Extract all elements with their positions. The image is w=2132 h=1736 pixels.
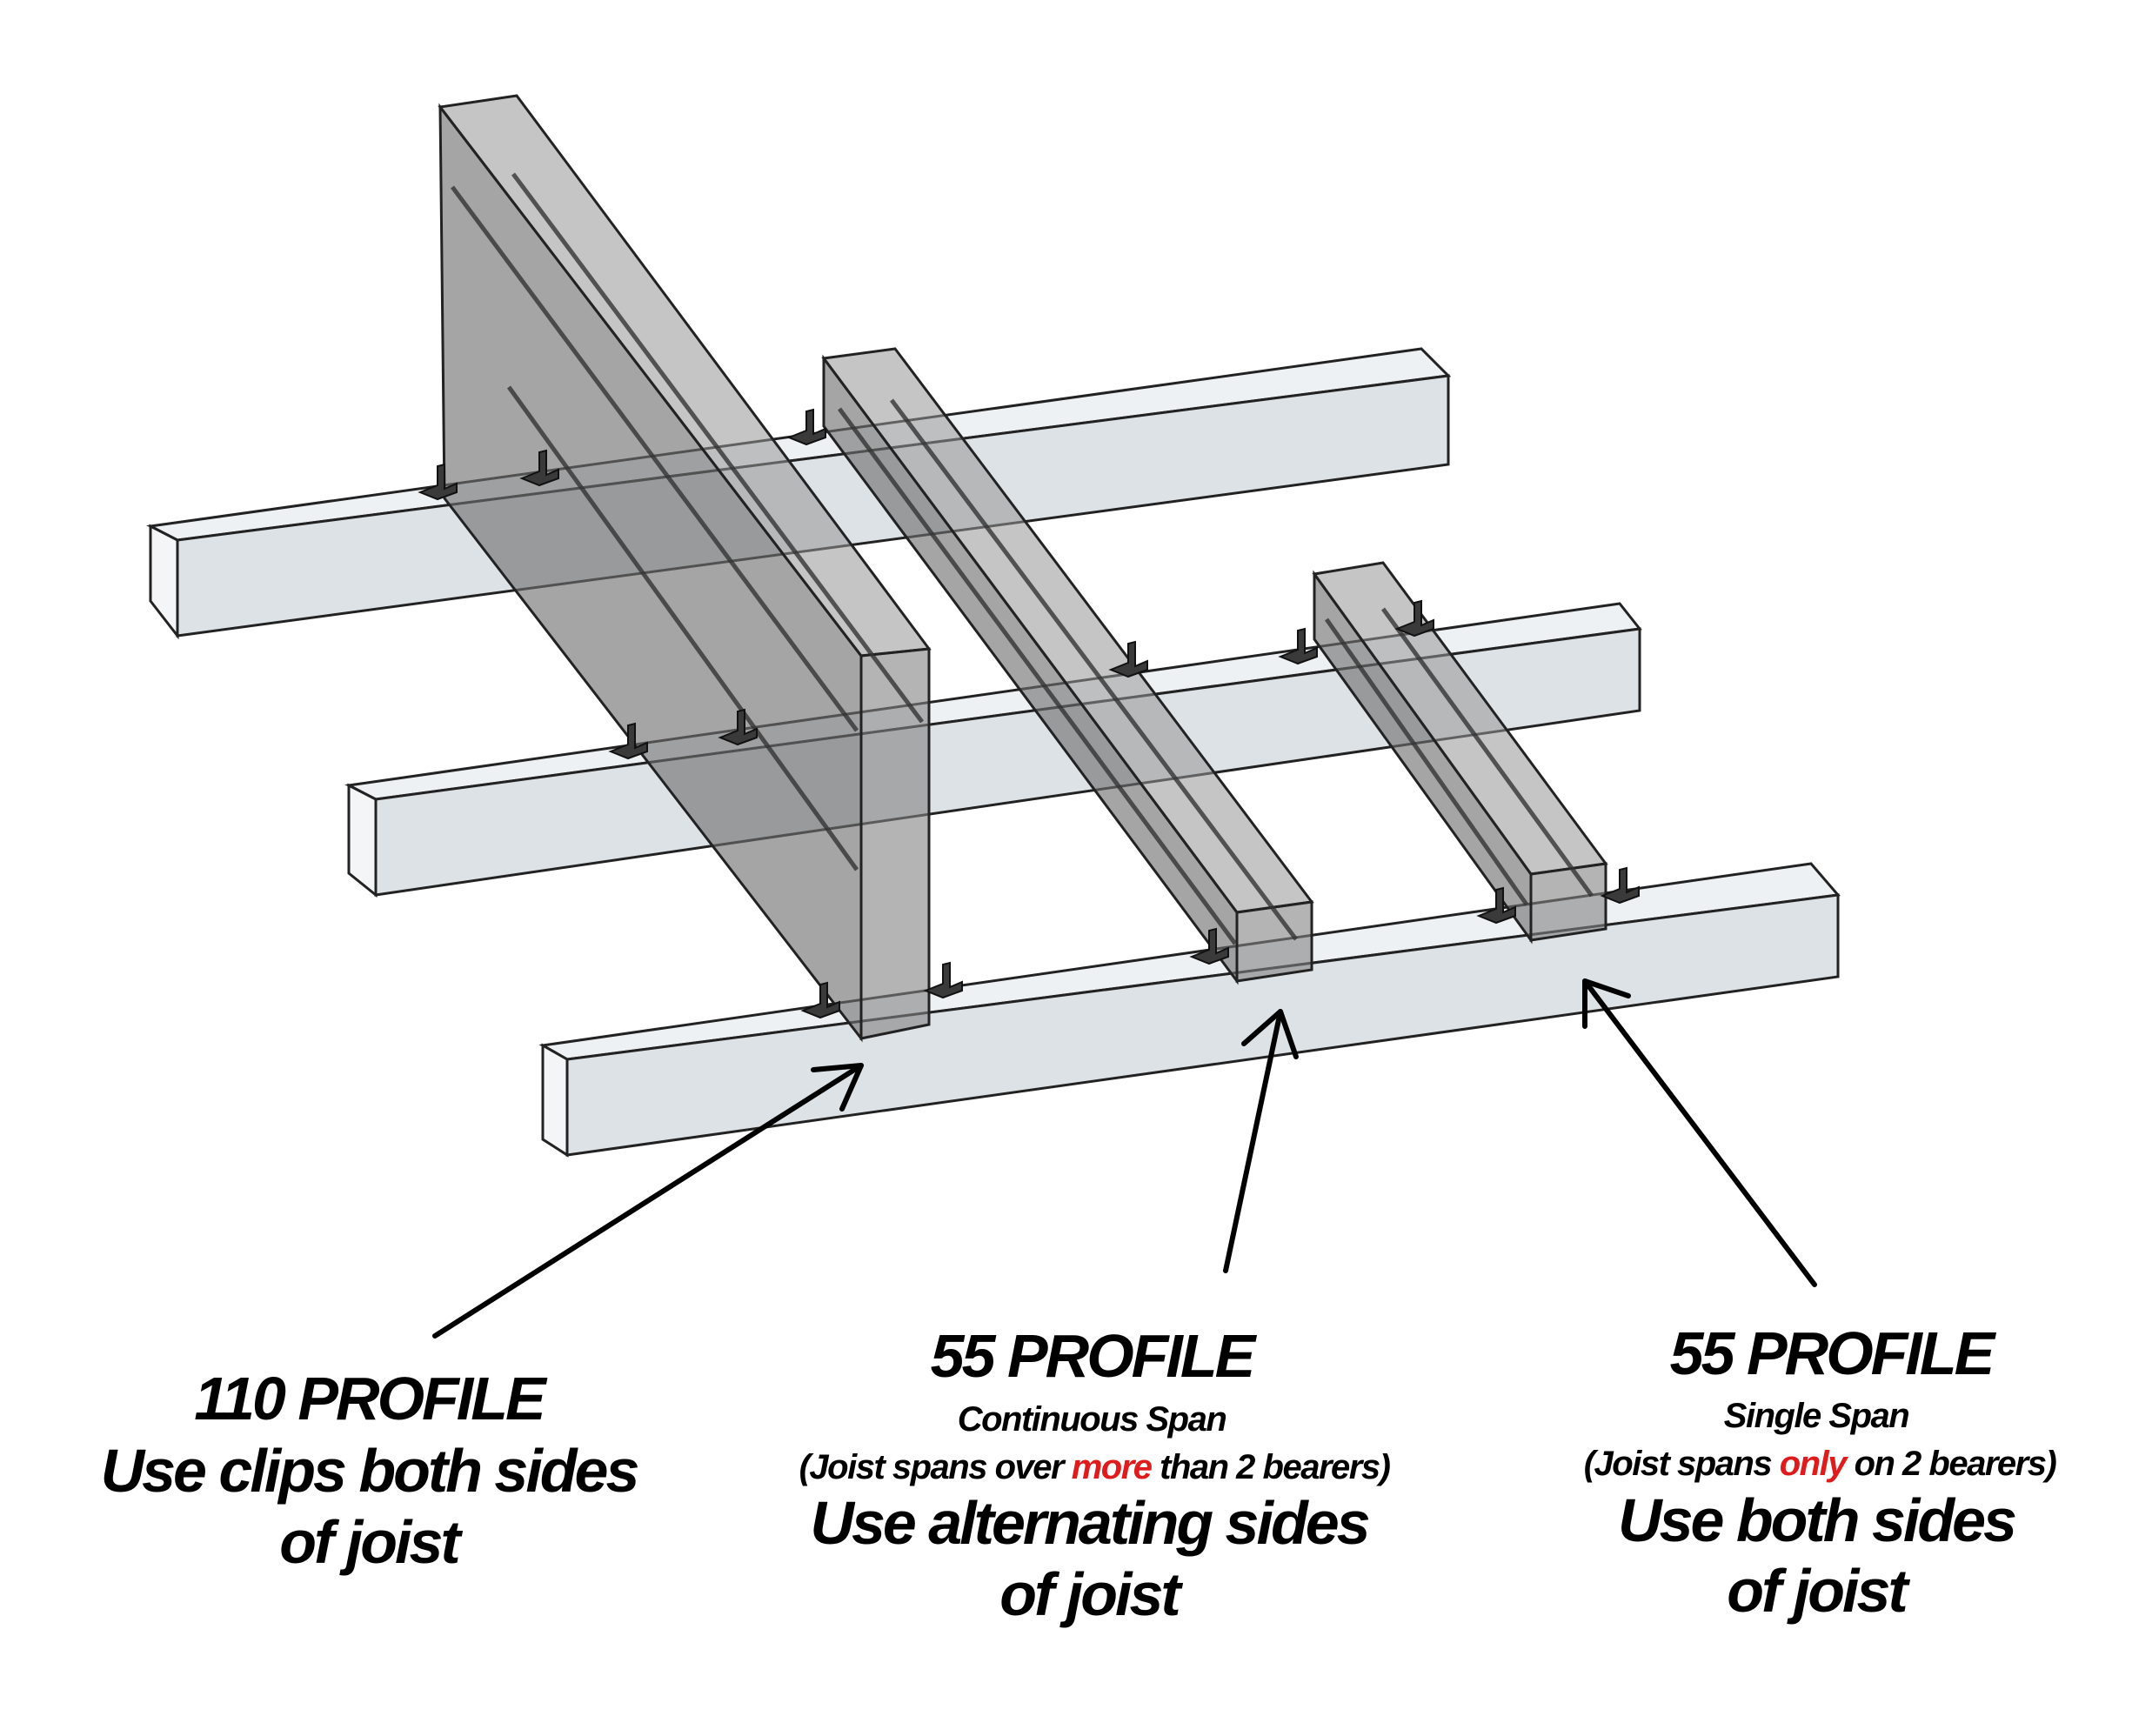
label-55-continuous: 55 PROFILE Continuous Span (Joist spans … [799,1322,1393,1628]
clip-icon [923,961,963,999]
profile-title: 55 PROFILE [1670,1319,1997,1387]
clip-icon [1278,627,1318,665]
emphasis-word: more [1072,1448,1153,1486]
instruction-line-2: of joist [279,1508,463,1576]
clip-icon [800,981,840,1019]
arrow-55-single [1582,978,1817,1287]
span-note: (Joist spans over more than 2 bearers) [799,1448,1391,1486]
clips [418,408,1640,1019]
instruction-line-1: Use alternating sides [810,1489,1368,1557]
instruction-line-1: Use both sides [1618,1486,2015,1554]
clip-icon [718,708,758,746]
clip-icon [519,449,559,487]
joist-55-continuous [821,347,1314,985]
clip-icon [1108,640,1148,678]
span-note: (Joist spans only on 2 bearers) [1584,1445,2057,1483]
instruction-line-2: of joist [1727,1557,1910,1625]
joist-55-single [1312,561,1608,945]
profile-title: 55 PROFILE [931,1322,1258,1390]
label-110-profile: 110 PROFILE Use clips both sides of jois… [101,1365,641,1576]
arrow-110-profile [432,1063,864,1339]
label-55-single: 55 PROFILE Single Span (Joist spans only… [1584,1319,2058,1625]
clip-icon [608,722,648,760]
clip-icon [1600,866,1640,905]
span-type: Single Span [1724,1397,1908,1435]
clip-icon [418,463,458,501]
clip-icon [786,408,826,446]
clip-icon [1394,599,1434,638]
instruction-line-2: of joist [999,1560,1183,1628]
clip-icon [1189,927,1229,965]
joist-110-profile [438,94,932,1043]
span-type: Continuous Span [958,1400,1226,1439]
arrow-55-continuous [1223,1009,1299,1273]
profile-title: 110 PROFILE [194,1365,548,1432]
instruction-line-1: Use clips both sides [101,1437,638,1505]
emphasis-word: only [1780,1445,1848,1483]
clip-icon [1476,886,1516,925]
